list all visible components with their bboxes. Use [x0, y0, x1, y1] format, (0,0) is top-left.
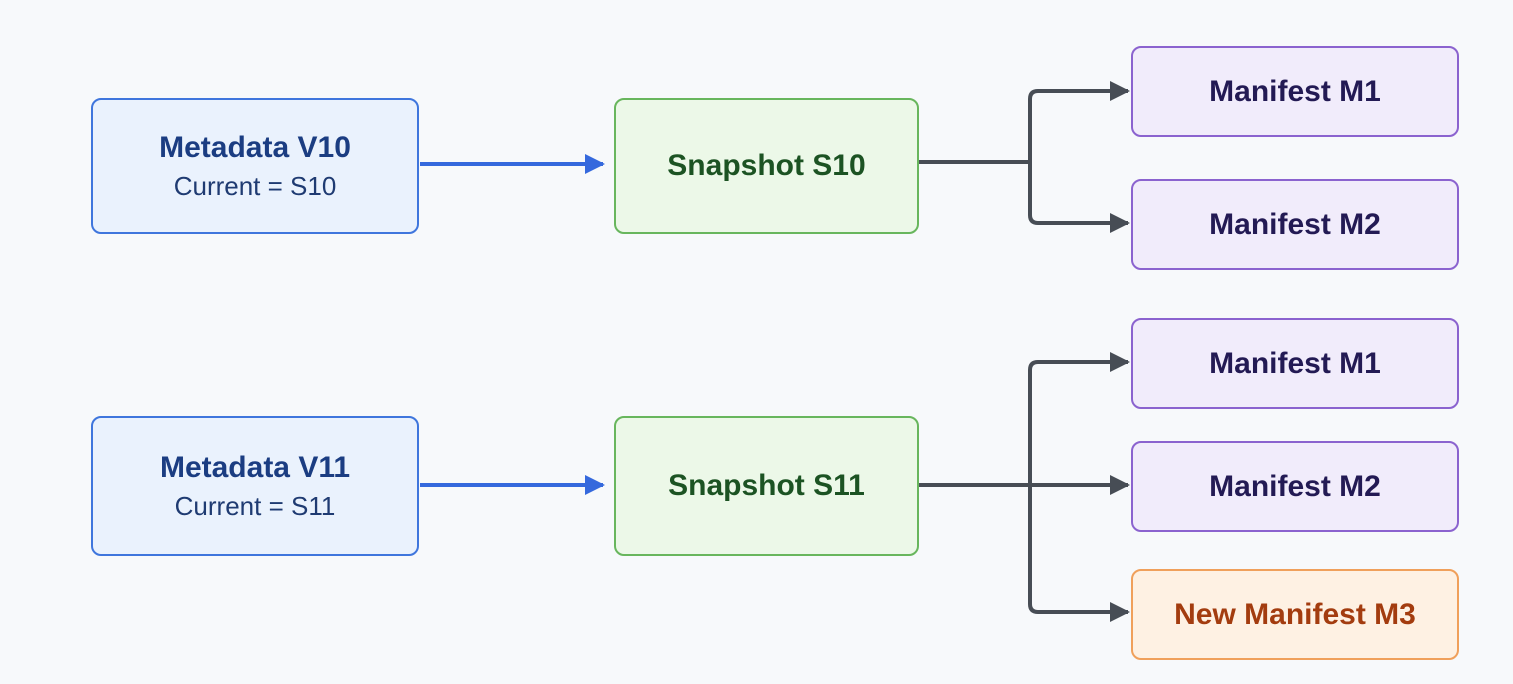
new-manifest-m3-node: New Manifest M3 [1131, 569, 1459, 660]
top-manifest-m1-title: Manifest M1 [1209, 74, 1381, 108]
snapshot-s10-to-manifest-m2-arrow [1028, 162, 1130, 233]
bottom-manifest-m2-title: Manifest M2 [1209, 469, 1381, 503]
top-manifest-m2-node: Manifest M2 [1131, 179, 1459, 270]
bottom-manifest-m1-node: Manifest M1 [1131, 318, 1459, 409]
snapshot-s10-node: Snapshot S10 [614, 98, 919, 234]
bottom-manifest-m2-node: Manifest M2 [1131, 441, 1459, 532]
bottom-manifest-m1-title: Manifest M1 [1209, 346, 1381, 380]
snapshot-s11-node: Snapshot S11 [614, 416, 919, 556]
snapshot-s11-to-manifest-m1-arrow [1028, 352, 1130, 485]
metadata-v11-node: Metadata V11 Current = S11 [91, 416, 419, 556]
metadata-v11-subtitle: Current = S11 [174, 491, 336, 521]
top-manifest-m2-title: Manifest M2 [1209, 207, 1381, 241]
snapshot-s10-title: Snapshot S10 [667, 149, 866, 182]
snapshot-s11-to-new-manifest-m3-arrow [1028, 485, 1130, 622]
metadata-v10-title: Metadata V10 [159, 131, 351, 164]
new-manifest-m3-title: New Manifest M3 [1174, 597, 1416, 631]
metadata-v11-title: Metadata V11 [159, 451, 351, 484]
snapshot-s11-title: Snapshot S11 [668, 469, 865, 502]
metadata-v10-node: Metadata V10 Current = S10 [91, 98, 419, 234]
top-manifest-m1-node: Manifest M1 [1131, 46, 1459, 137]
snapshot-s10-to-manifest-m1-arrow [1028, 81, 1130, 162]
metadata-v10-subtitle: Current = S10 [173, 171, 337, 201]
